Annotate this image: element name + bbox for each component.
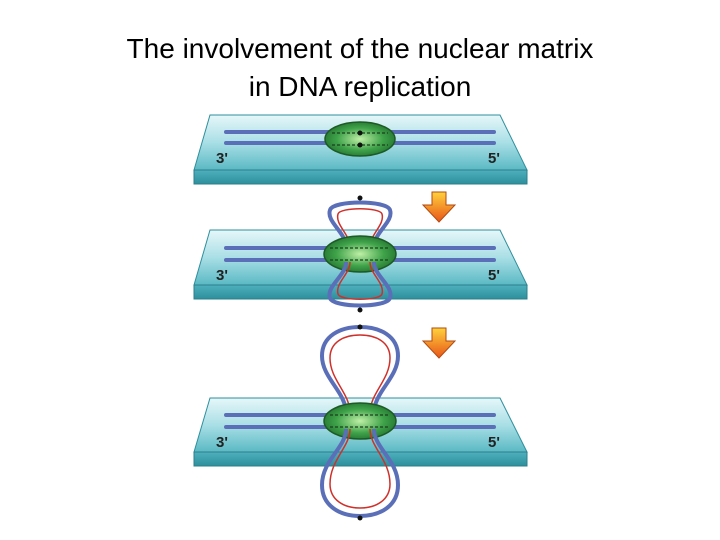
title-line-1: The involvement of the nuclear matrix xyxy=(126,33,594,64)
plate-front-edge xyxy=(193,169,528,185)
label-5-prime: 5' xyxy=(488,150,500,167)
matrix-panel-2: 3' 5' xyxy=(193,195,528,313)
label-5-prime: 5' xyxy=(488,267,500,284)
down-arrow-icon xyxy=(421,327,457,359)
matrix-panel-3: 3' 5' xyxy=(193,324,528,521)
label-3-prime: 3' xyxy=(216,267,228,284)
plate-front-edge xyxy=(193,451,528,467)
title-line-2: in DNA replication xyxy=(248,71,472,102)
origin-dot xyxy=(357,195,363,201)
complex-dashes xyxy=(330,414,390,428)
new-strand-lower xyxy=(336,261,384,300)
origin-dot xyxy=(357,142,363,148)
origin-dot xyxy=(357,515,363,521)
replication-complex xyxy=(323,235,397,273)
new-strand-lower xyxy=(329,428,391,509)
origin-dot xyxy=(357,307,363,313)
new-strand-upper xyxy=(336,208,384,248)
plate-front-edge xyxy=(193,284,528,300)
origin-dot xyxy=(357,324,363,330)
label-5-prime: 5' xyxy=(488,434,500,451)
complex-dashes xyxy=(330,247,390,261)
matrix-panel-1: 3' 5' xyxy=(193,114,528,185)
down-arrow-icon xyxy=(421,191,457,223)
label-3-prime: 3' xyxy=(216,434,228,451)
page-title: The involvement of the nuclear matrix in… xyxy=(0,30,720,106)
dna-loop-upper xyxy=(327,200,393,248)
label-3-prime: 3' xyxy=(216,150,228,167)
replication-complex xyxy=(324,121,396,157)
replication-complex xyxy=(323,402,397,440)
origin-dot xyxy=(357,130,363,136)
new-strand-upper xyxy=(329,334,391,414)
dna-loop-lower xyxy=(327,261,393,308)
